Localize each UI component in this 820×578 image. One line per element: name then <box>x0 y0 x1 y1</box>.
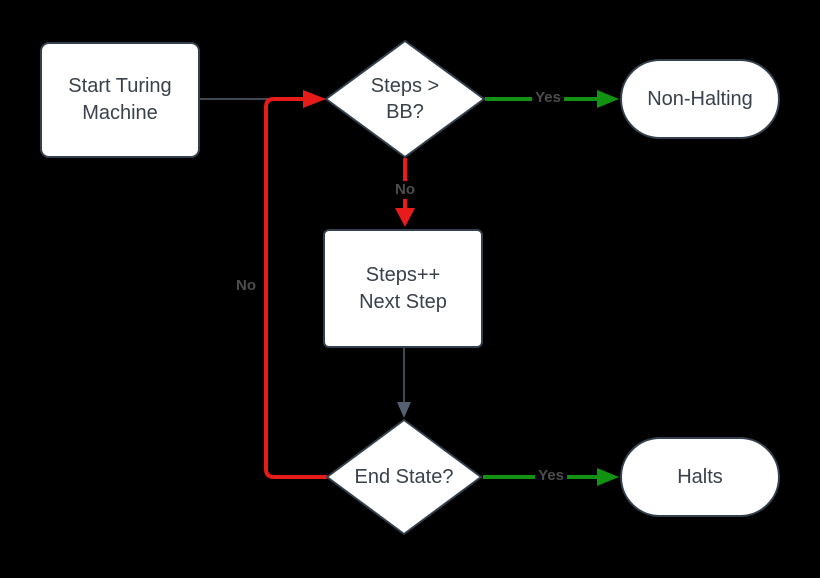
non-halting-node: Non-Halting <box>620 59 780 139</box>
decision-steps-bb-shape <box>325 40 485 158</box>
decision-end-state-label: End State? <box>354 466 454 488</box>
process-steps-node: Steps++ Next Step <box>323 229 483 348</box>
edge-label-endstate-yes: Yes <box>535 467 567 485</box>
edge-endstate-no-loop <box>264 97 327 479</box>
arrowhead-bb-yes <box>597 90 619 108</box>
arrowhead-bb-no <box>395 208 415 227</box>
edge-label-endstate-no: No <box>236 277 256 294</box>
arrowhead-endstate-yes <box>597 468 619 486</box>
halts-node: Halts <box>620 437 780 517</box>
edge-label-bb-no: No <box>392 181 418 199</box>
arrowhead-loop-into-decision <box>303 90 326 108</box>
decision-end-state-shape <box>326 419 482 535</box>
decision-steps-bb-node: Steps > BB? <box>325 40 485 158</box>
start-node: Start Turing Machine <box>40 42 200 158</box>
decision-end-state-node: End State? <box>326 419 482 535</box>
arrowhead-process-to-endstate <box>397 402 411 418</box>
edge-label-bb-yes: Yes <box>532 89 564 107</box>
decision-steps-bb-label: Steps > BB? <box>370 75 440 123</box>
